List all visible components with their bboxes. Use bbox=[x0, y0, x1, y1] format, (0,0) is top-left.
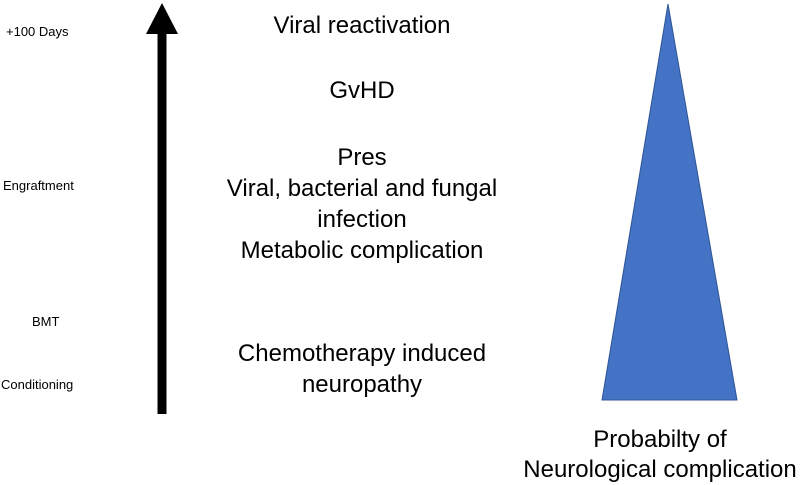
stage-label-engraftment: Engraftment bbox=[3, 178, 74, 193]
event-gvhd: GvHD bbox=[329, 77, 395, 104]
event-viral-bacterial-fungal: Viral, bacterial and fungal bbox=[226, 175, 498, 202]
event-chemotherapy-induced: Chemotherapy induced bbox=[237, 340, 487, 367]
timeline-arrowhead bbox=[146, 3, 178, 34]
stage-label-bmt: BMT bbox=[32, 314, 60, 329]
event-pres: Pres bbox=[337, 144, 387, 171]
event-viral-reactivation: Viral reactivation bbox=[273, 12, 451, 39]
probability-triangle bbox=[601, 3, 738, 401]
probability-caption-line2: Neurological complication bbox=[523, 456, 797, 483]
probability-caption-line1: Probabilty of bbox=[593, 426, 727, 453]
stage-label-conditioning: Conditioning bbox=[1, 377, 74, 392]
event-infection: infection bbox=[317, 206, 407, 233]
event-metabolic-complication: Metabolic complication bbox=[240, 237, 484, 264]
stage-label-plus-100-days: +100 Days bbox=[6, 24, 69, 39]
timeline-arrow-shaft bbox=[157, 34, 167, 414]
event-neuropathy: neuropathy bbox=[301, 371, 423, 398]
